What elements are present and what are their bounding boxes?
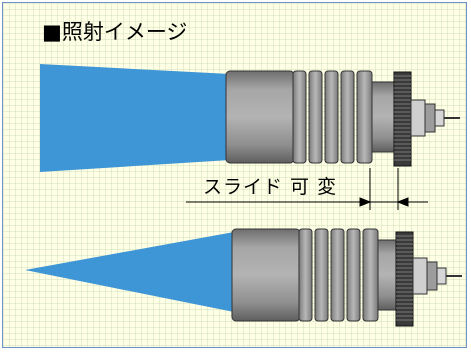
- bottom-body: [231, 228, 301, 322]
- diagram-frame: [2, 2, 467, 348]
- top-rear-body: [371, 81, 395, 153]
- bottom-light-beam: [25, 232, 234, 312]
- dimension-arrow-icon: [186, 168, 428, 210]
- top-body: [225, 70, 295, 164]
- bottom-rear-body: [377, 239, 397, 311]
- slide-adjust-label: スライド 可 変: [203, 176, 338, 198]
- diagram-title: ■照射イメージ: [42, 20, 188, 44]
- top-light-beam: [40, 64, 230, 172]
- top-fins: [292, 70, 373, 164]
- bottom-light-unit-icon: [25, 228, 462, 327]
- bottom-fins: [298, 228, 379, 322]
- top-light-unit-icon: [40, 64, 460, 172]
